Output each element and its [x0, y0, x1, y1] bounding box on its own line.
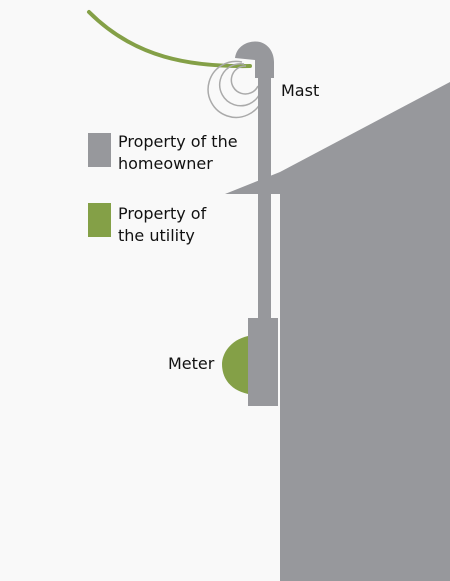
legend-utility-line2: the utility — [118, 226, 195, 245]
meter-base — [248, 318, 278, 406]
house-wall — [280, 82, 450, 581]
meter-label: Meter — [168, 354, 215, 373]
legend-swatch-utility — [88, 203, 111, 237]
meter-dome — [222, 336, 248, 394]
legend-label-homeowner: Property of the homeowner — [118, 131, 238, 175]
mast-label: Mast — [281, 81, 320, 100]
legend-swatch-homeowner — [88, 133, 111, 167]
roof-eave — [225, 172, 280, 194]
weatherhead — [235, 41, 274, 78]
legend-label-utility: Property of the utility — [118, 203, 206, 247]
connection-rings — [207, 60, 263, 119]
mast-pipe — [258, 74, 271, 324]
legend-utility-line1: Property of — [118, 204, 207, 223]
legend-homeowner-line1: Property of the — [118, 132, 238, 151]
legend-homeowner-line2: homeowner — [118, 154, 213, 173]
service-drop-wire — [87, 10, 252, 69]
